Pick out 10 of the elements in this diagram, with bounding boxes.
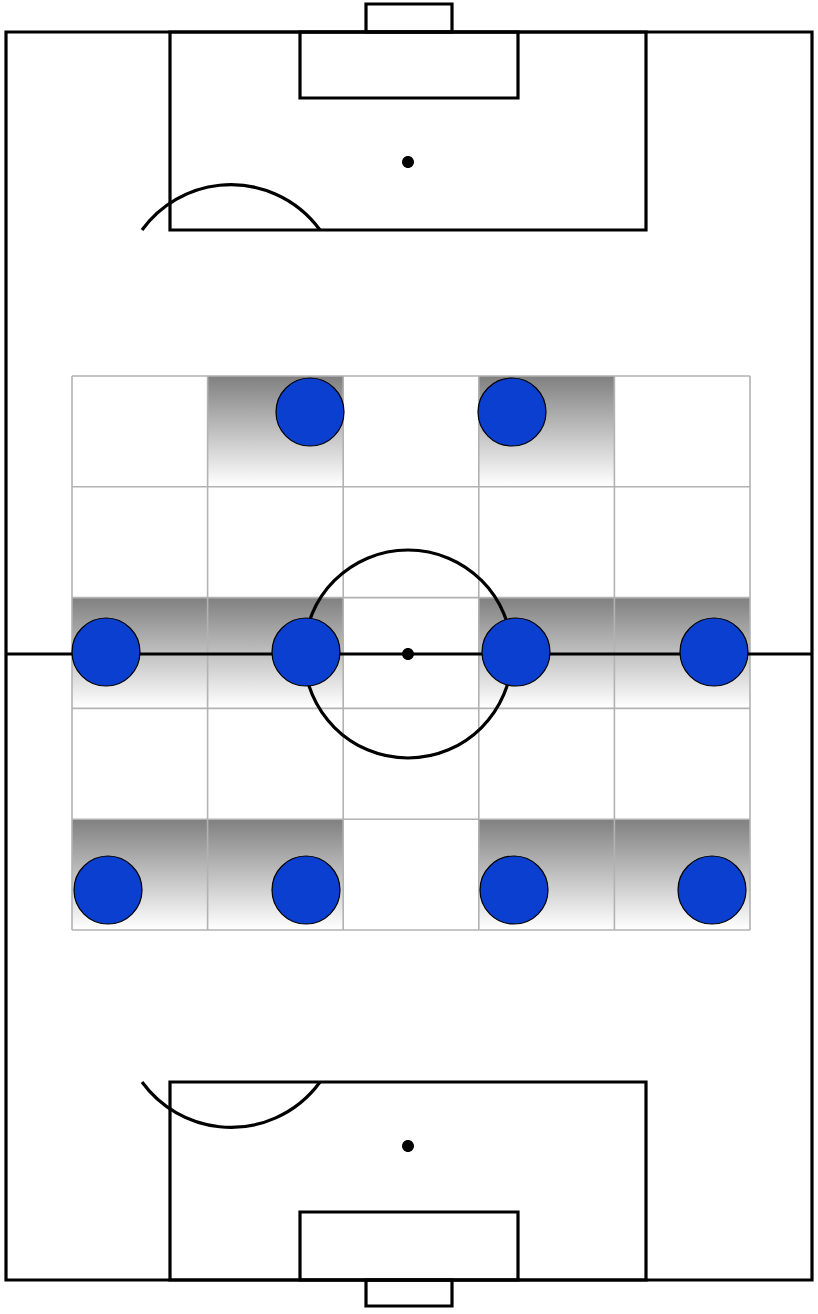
- player-marker: [677, 855, 747, 925]
- player-marker: [271, 855, 341, 925]
- player-marker: [479, 855, 549, 925]
- player-marker: [481, 617, 551, 687]
- player-marker: [71, 617, 141, 687]
- player-marker: [275, 377, 345, 447]
- player-marker: [477, 377, 547, 447]
- player-marker: [73, 855, 143, 925]
- player-marker: [679, 617, 749, 687]
- player-marker: [271, 617, 341, 687]
